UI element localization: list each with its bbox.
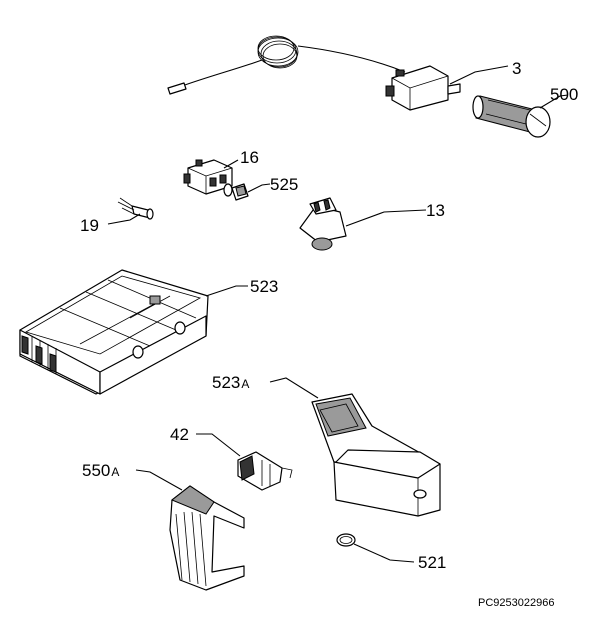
label-500: 500: [550, 85, 578, 104]
part-lamp-holder: [299, 197, 347, 251]
label-3-callout: 3: [449, 59, 521, 85]
part-lamp: [223, 183, 249, 201]
part-switch: [183, 159, 233, 195]
label-550a-suffix: A: [111, 465, 119, 479]
label-19-callout: 19: [80, 213, 141, 235]
label-550a: 550A: [82, 461, 119, 480]
label-523-callout: 523: [205, 277, 278, 297]
label-13-callout: 13: [345, 201, 445, 227]
label-13: 13: [426, 201, 445, 220]
label-523a-number: 523: [212, 373, 240, 392]
part-knob: [472, 95, 551, 138]
label-523a-callout: 523A: [212, 373, 319, 399]
label-550a-callout: 550A: [82, 461, 183, 491]
part-housing-box: [19, 269, 209, 395]
label-521-callout: 521: [353, 543, 446, 572]
label-523: 523: [250, 277, 278, 296]
part-socket: [237, 451, 293, 491]
label-525: 525: [270, 175, 298, 194]
label-500-callout: 500: [539, 85, 578, 109]
label-19: 19: [80, 216, 99, 235]
label-523a-suffix: A: [241, 377, 249, 391]
label-525-callout: 525: [247, 175, 298, 194]
diagram-reference-code: PC9253022966: [478, 597, 554, 609]
part-bracket: [169, 485, 245, 591]
label-16: 16: [240, 148, 259, 167]
part-thermostat: [167, 35, 461, 111]
label-16-callout: 16: [223, 148, 259, 169]
label-3: 3: [512, 59, 521, 78]
part-connector: [117, 197, 154, 220]
label-42-callout: 42: [170, 425, 241, 457]
part-cover: [311, 393, 441, 517]
part-ring: [336, 533, 356, 547]
label-523a: 523A: [212, 373, 249, 392]
label-550a-number: 550: [82, 461, 110, 480]
label-42: 42: [170, 425, 189, 444]
label-521: 521: [418, 553, 446, 572]
